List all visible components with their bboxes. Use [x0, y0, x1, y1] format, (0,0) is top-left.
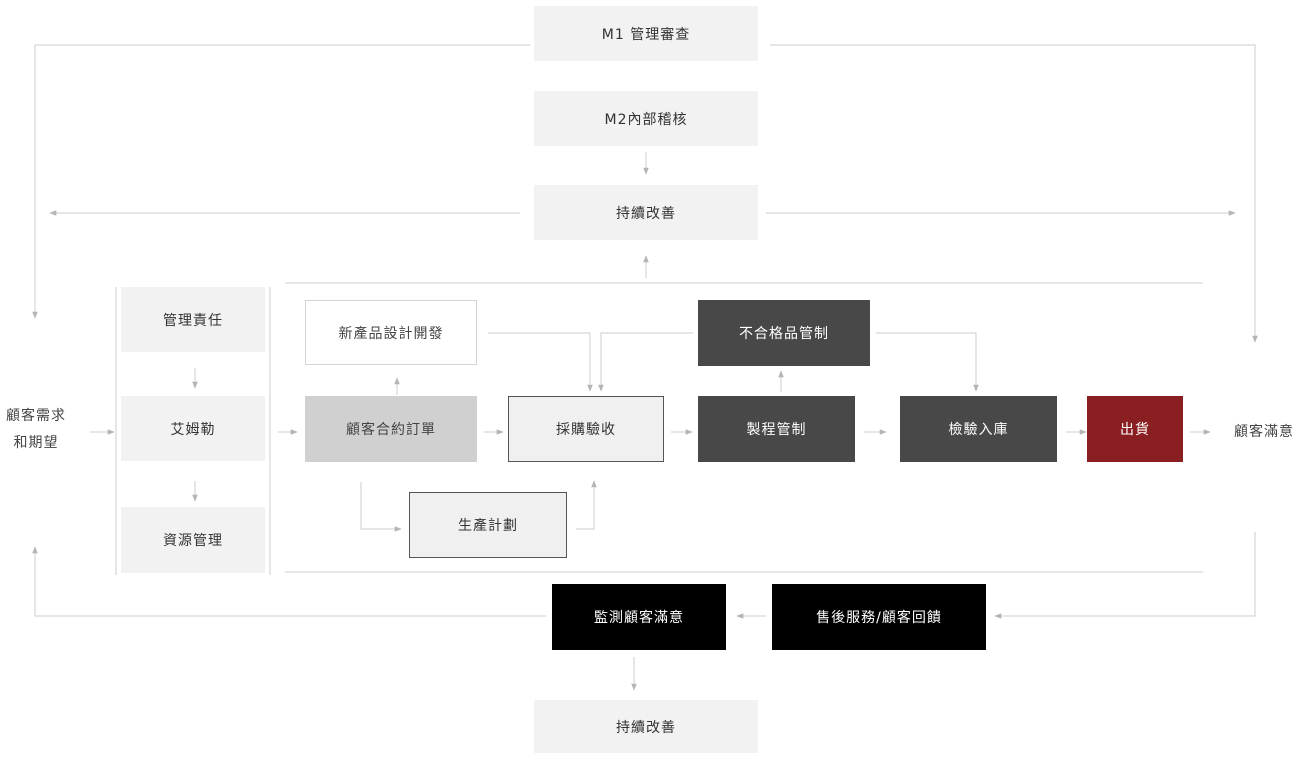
management-responsibility-box: 管理責任 — [121, 287, 265, 352]
inspection-storage-box: 檢驗入庫 — [900, 396, 1057, 462]
connector-contract-plan — [360, 482, 402, 532]
customer-contract-label: 顧客合約訂單 — [346, 422, 436, 438]
nonconforming-control-label: 不合格品管制 — [739, 326, 829, 342]
connector-design-purchase — [488, 332, 593, 392]
continuous-improvement-top-label: 持續改善 — [616, 205, 676, 222]
customer-satisfaction-text: 顧客滿意 — [1228, 419, 1300, 446]
resource-management-label: 資源管理 — [163, 533, 223, 549]
purchase-inspection-box: 採購驗收 — [508, 396, 664, 462]
process-control-box: 製程管制 — [698, 396, 855, 462]
new-product-design-box: 新產品設計開發 — [305, 300, 477, 365]
connector-m1-left — [32, 44, 530, 319]
customer-contract-box: 顧客合約訂單 — [305, 396, 477, 462]
production-plan-box: 生產計劃 — [409, 492, 567, 558]
connector-plan-purchase — [576, 480, 597, 530]
shipping-box: 出貨 — [1087, 396, 1183, 462]
new-product-design-label: 新產品設計開發 — [338, 325, 444, 342]
customer-requirements-line1: 顧客需求 — [6, 408, 66, 424]
shipping-label: 出貨 — [1120, 422, 1150, 438]
customer-requirements-line2: 和期望 — [13, 435, 59, 451]
production-plan-label: 生產計劃 — [458, 518, 518, 534]
connector-m1-right — [770, 44, 1258, 343]
connector-monitor-requirements — [32, 546, 546, 617]
management-review-label: M1 管理審查 — [601, 26, 691, 43]
monitor-satisfaction-box: 監測顧客滿意 — [552, 584, 726, 650]
connector-nonconforming-inspection — [876, 332, 979, 392]
inspection-storage-label: 檢驗入庫 — [948, 422, 1009, 438]
management-responsibility-label: 管理責任 — [163, 312, 223, 329]
internal-audit-box: M2內部稽核 — [534, 91, 758, 146]
internal-audit-label: M2內部稽核 — [604, 111, 688, 128]
process-control-label: 製程管制 — [746, 422, 807, 438]
customer-satisfaction-label: 顧客滿意 — [1234, 424, 1294, 440]
emerson-label: 艾姆勒 — [170, 421, 216, 438]
purchase-inspection-label: 採購驗收 — [556, 422, 616, 438]
resource-management-box: 資源管理 — [121, 507, 265, 573]
after-sales-label: 售後服務/顧客回饋 — [816, 610, 942, 626]
continuous-improvement-bottom-label: 持續改善 — [616, 719, 676, 736]
management-review-box: M1 管理審查 — [534, 6, 758, 61]
continuous-improvement-bottom-box: 持續改善 — [534, 700, 758, 753]
connector-satisfaction-aftersales — [994, 532, 1256, 619]
connector-nonconforming-purchase — [598, 332, 693, 392]
continuous-improvement-top-box: 持續改善 — [534, 185, 758, 240]
after-sales-box: 售後服務/顧客回饋 — [772, 584, 986, 650]
monitor-satisfaction-label: 監測顧客滿意 — [594, 610, 684, 626]
nonconforming-control-box: 不合格品管制 — [698, 300, 870, 366]
emerson-box: 艾姆勒 — [121, 396, 265, 461]
customer-requirements-text: 顧客需求 和期望 — [0, 403, 72, 457]
